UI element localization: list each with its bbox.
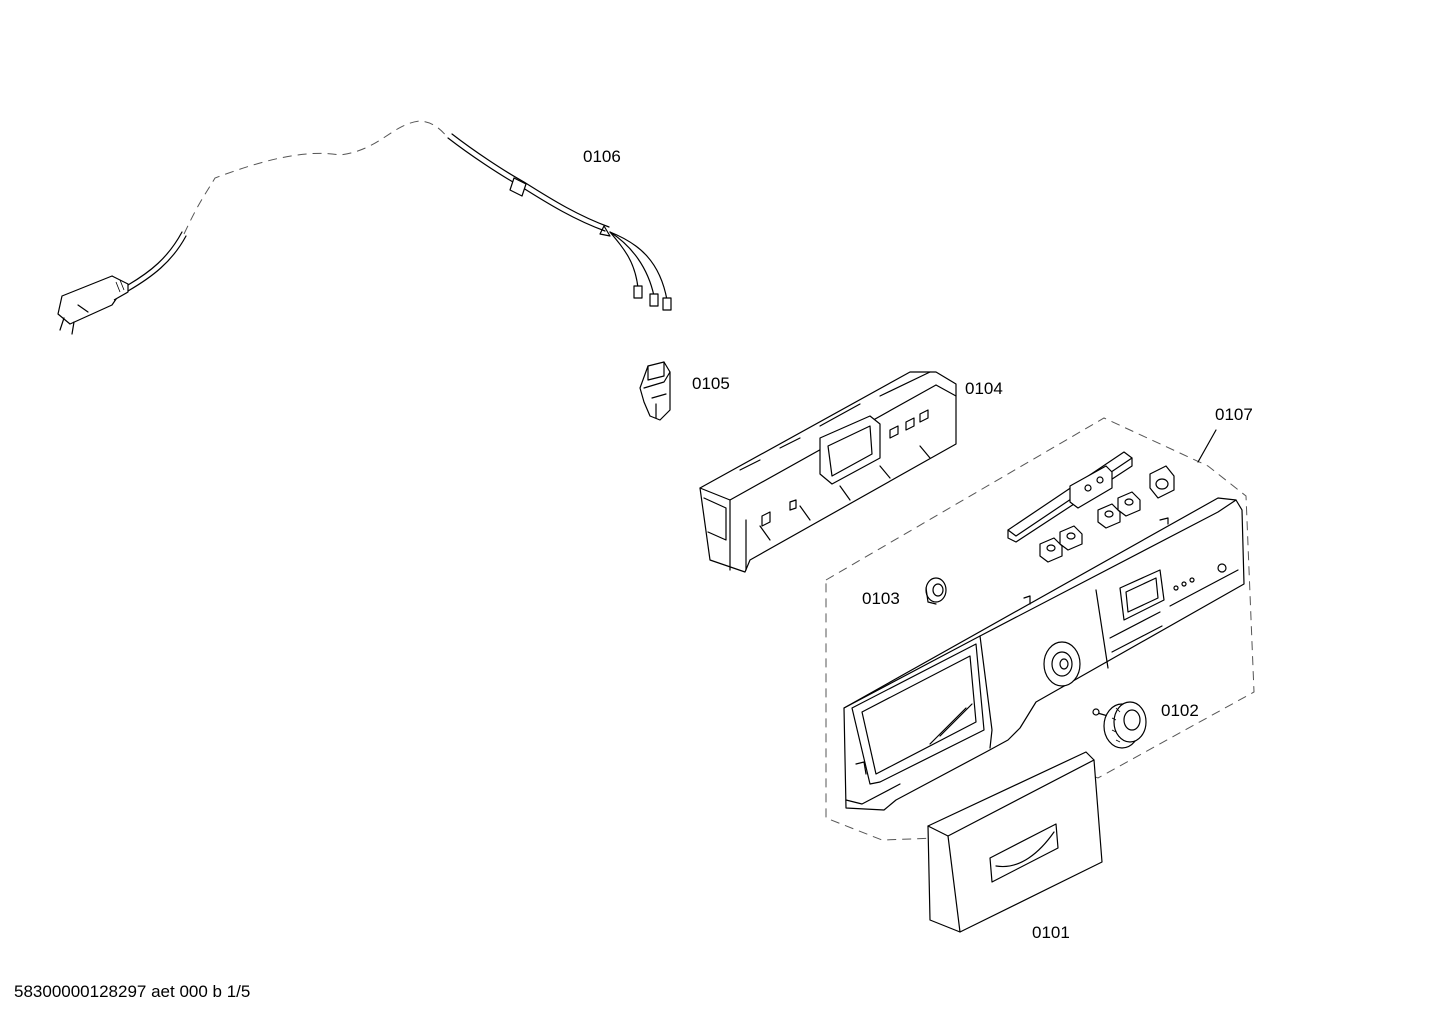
part-0106-power-cord[interactable] [57,120,672,335]
label-part-0105[interactable]: 0105 [692,374,730,393]
label-part-0102[interactable]: 0102 [1161,701,1199,720]
part-0102-program-knob[interactable] [1092,701,1147,749]
cable-grommet [509,177,527,197]
part-0101-dispenser-drawer[interactable] [927,751,1103,933]
indicator-cylinder [1149,465,1175,499]
leader-0107 [1197,429,1217,463]
assembly-0107-boundary [825,417,1255,841]
rubber-caps [1039,491,1141,563]
label-part-0101[interactable]: 0101 [1032,923,1070,942]
switch-strip [1007,451,1133,543]
power-plug [57,275,129,335]
label-part-0104[interactable]: 0104 [965,379,1003,398]
label-part-0107[interactable]: 0107 [1215,405,1253,424]
front-control-panel [843,497,1245,811]
label-part-0106[interactable]: 0106 [583,147,621,166]
part-0105-connector[interactable] [639,361,671,421]
part-0103-knob-insert[interactable] [925,577,947,605]
drawing-reference-footer: 58300000128297 aet 000 b 1/5 [14,982,251,1001]
label-part-0103[interactable]: 0103 [862,589,900,608]
part-0104-control-module-frame[interactable] [699,371,957,573]
